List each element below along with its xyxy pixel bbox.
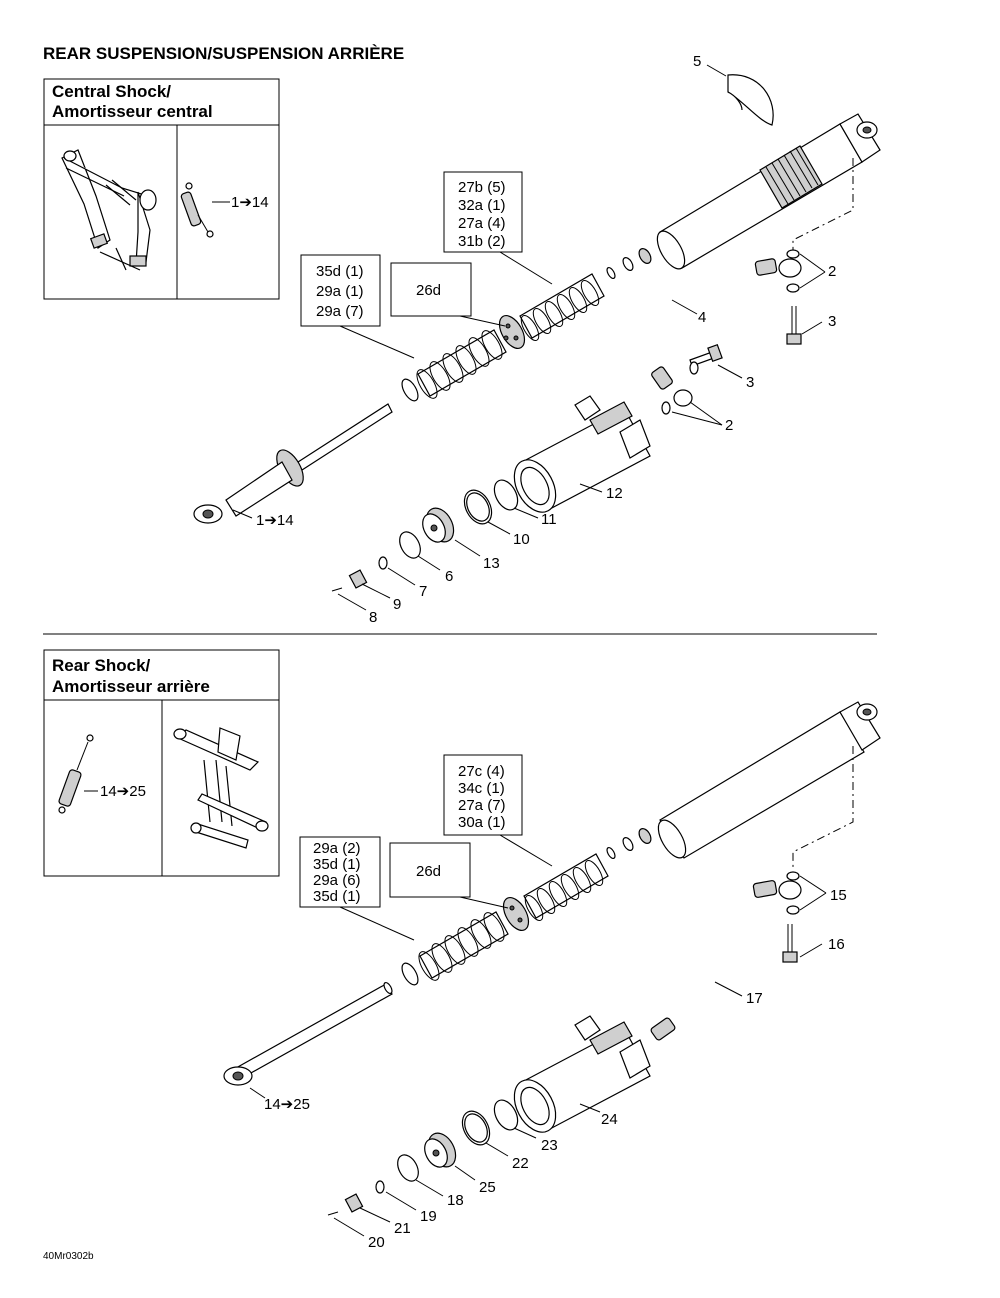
rear-mini-shock [58,734,94,814]
rear-body-24 [513,1015,651,1133]
callout-5: 5 [693,53,701,70]
callout-24: 24 [601,1111,618,1128]
rear-box-right-3: 30a (1) [458,814,506,831]
reference-code: 40Mr0302b [43,1251,94,1262]
central-body-12 [513,395,651,513]
callout-23: 23 [541,1137,558,1154]
rear-box-right-2: 27a (7) [458,797,506,814]
central-box-right-2: 27a (4) [458,215,506,232]
central-bolt-lower [689,343,723,375]
callout-15: 15 [830,887,847,904]
rear-nut-stack [606,828,652,860]
callout-2-lower: 2 [725,417,733,434]
rear-panel-range: 14➔25 [100,783,146,800]
central-piston-13 [422,507,455,543]
central-box-left-1: 29a (1) [316,283,364,300]
rear-box-left: 29a (2) 35d (1) 29a (6) 35d (1) [299,836,381,908]
central-box-right: 27b (5) 32a (1) 27a (4) 31b (2) [443,171,523,253]
central-hose [639,258,802,407]
callout-11: 11 [541,511,557,528]
rear-box-right-0: 27c (4) [458,763,505,780]
callout-3-lower: 3 [746,374,754,391]
callout-20: 20 [368,1234,385,1251]
rear-bolt [782,924,798,963]
rear-box-middle: 26d [389,842,471,898]
central-nut-stack [606,248,652,280]
rear-suspension-frame-sketch [173,727,269,849]
rear-box-right-1: 34c (1) [458,780,505,797]
callout-7: 7 [419,583,427,600]
rear-panel-title-line2: Amortisseur arrière [52,677,210,696]
central-box-left-0: 35d (1) [316,263,364,280]
callout-18: 18 [447,1192,464,1209]
central-box-left: 35d (1) 29a (1) 29a (7) [300,254,381,327]
callout-13: 13 [483,555,500,572]
callout-8: 8 [369,609,377,626]
callout-12: 12 [606,485,623,502]
rear-upper-spring [523,853,609,921]
central-box-right-1: 32a (1) [458,197,506,214]
central-box-right-0: 27b (5) [458,179,506,196]
central-panel-title-line2: Amortisseur central [52,102,213,121]
rear-shock-body [657,701,881,859]
central-mini-shock [180,182,214,238]
central-box-left-2: 29a (7) [316,303,364,320]
central-spring-seat [498,315,526,349]
central-shaft [193,403,393,524]
rear-shock-panel: Rear Shock/ Amortisseur arrière 14➔25 [43,649,280,877]
central-shock-exploded: 5 [193,53,881,626]
rear-shock-exploded: 14➔25 17 15 16 [223,701,881,1251]
callout-3-upper: 3 [828,313,836,330]
callout-9: 9 [393,596,401,613]
callout-21: 21 [394,1220,411,1237]
rear-box-right: 27c (4) 34c (1) 27a (7) 30a (1) [443,754,523,836]
callout-16: 16 [828,936,845,953]
part-5-washer [727,74,774,126]
rear-lower-spring [418,911,509,981]
callout-10: 10 [513,531,530,548]
central-panel-title-line1: Central Shock/ [52,82,171,101]
rear-box-middle-text: 26d [416,863,441,880]
central-shock-body [656,113,881,270]
callout-25: 25 [479,1179,496,1196]
rear-box-left-1: 35d (1) [313,856,361,873]
central-shock-panel: Central Shock/ Amortisseur central 1➔14 [43,78,280,300]
callout-2-upper: 2 [828,263,836,280]
central-box-middle: 26d [390,262,472,317]
callout-6: 6 [445,568,453,585]
callout-19: 19 [420,1208,437,1225]
page-title: REAR SUSPENSION/SUSPENSION ARRIÈRE [43,44,404,63]
rear-box-left-0: 29a (2) [313,840,361,857]
callout-central-range: 1➔14 [256,512,294,529]
rear-piston-25 [424,1132,457,1168]
central-box-middle-text: 26d [416,282,441,299]
rear-panel-title-line1: Rear Shock/ [52,656,151,675]
callout-22: 22 [512,1155,529,1172]
central-lower-spring [416,329,507,399]
central-suspension-frame-sketch [61,149,157,271]
callout-17: 17 [746,990,763,1007]
rear-box-left-3: 35d (1) [313,888,361,905]
central-upper-spring [519,273,605,341]
rear-shaft [223,981,393,1086]
central-panel-range: 1➔14 [231,194,269,211]
rear-hose [650,880,802,1041]
rear-box-left-2: 29a (6) [313,872,361,889]
callout-4: 4 [698,309,706,326]
central-box-right-3: 31b (2) [458,233,506,250]
central-bolt-upper [786,306,802,345]
callout-rear-range: 14➔25 [264,1096,310,1113]
rear-spring-seat [502,897,530,931]
